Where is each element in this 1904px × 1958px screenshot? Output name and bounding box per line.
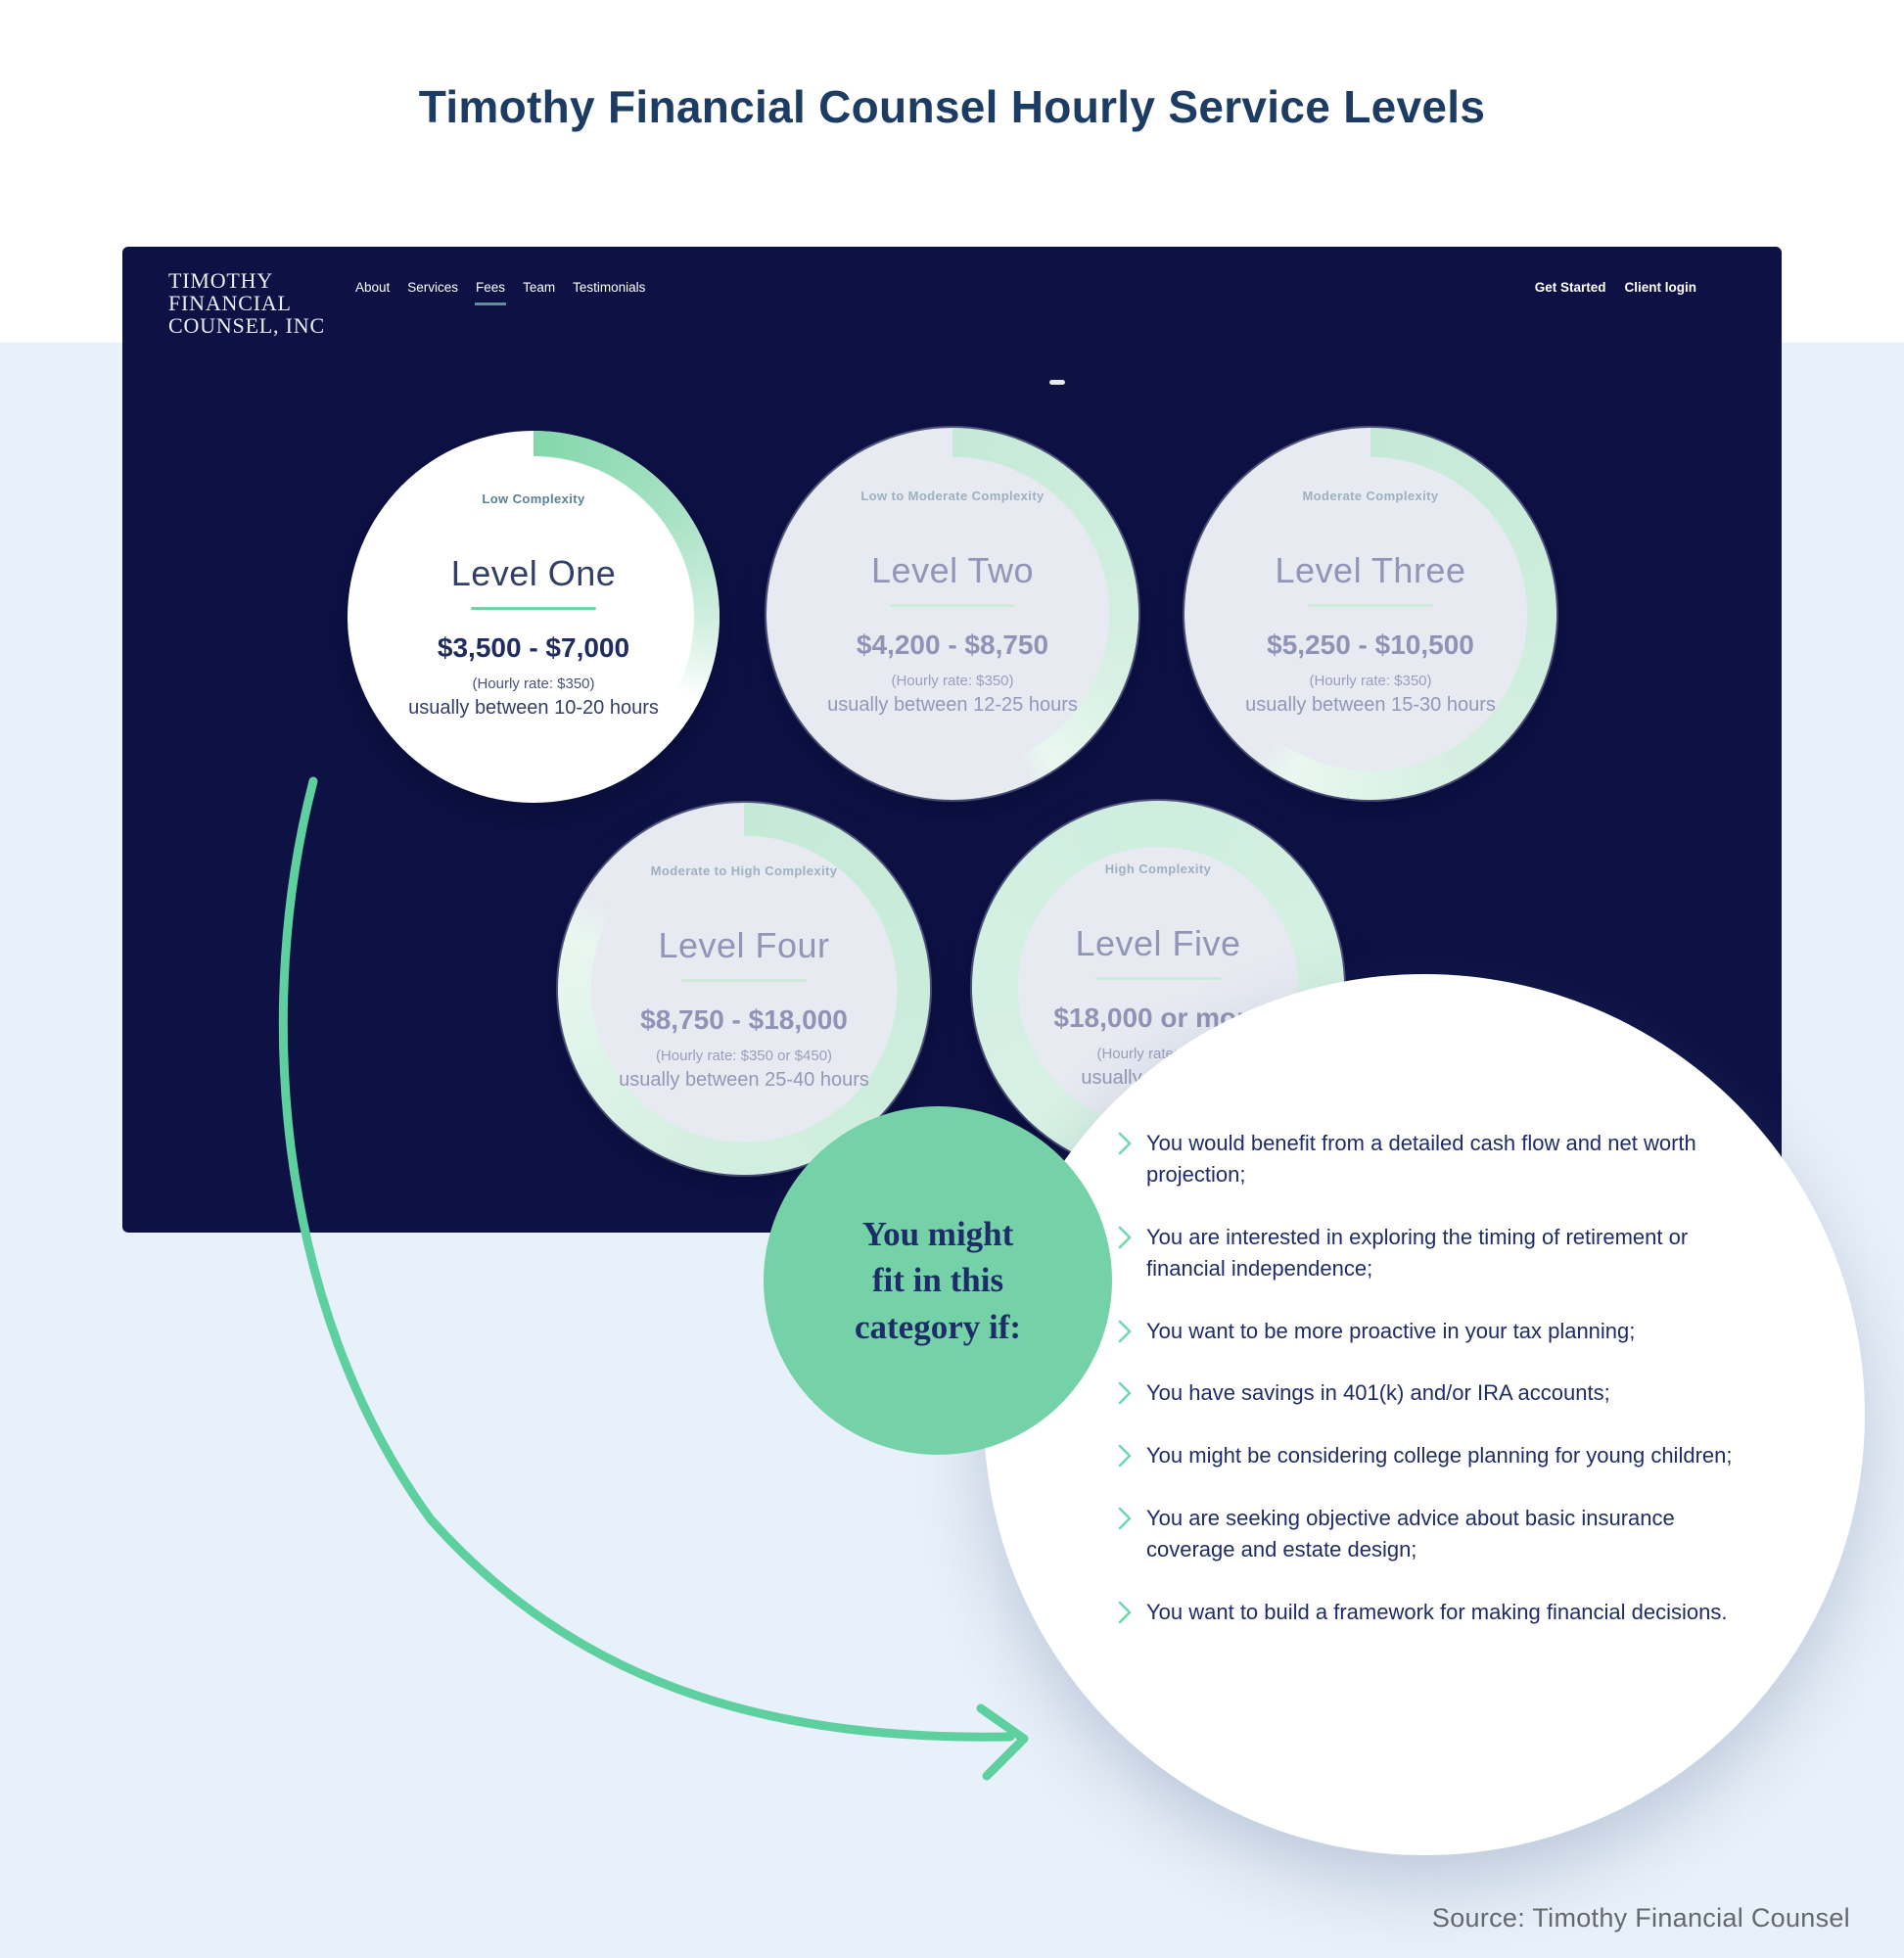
nav-services[interactable]: Services (407, 280, 459, 295)
level-name-underline (1308, 604, 1433, 607)
chevron-right-icon (1118, 1445, 1132, 1468)
criteria-text: You are interested in exploring the timi… (1146, 1224, 1689, 1281)
category-criteria-list: You would benefit from a detailed cash f… (1116, 1128, 1742, 1659)
callout-line: category if: (854, 1307, 1022, 1346)
logo-line: TIMOTHY (168, 268, 274, 293)
callout-line: fit in this (871, 1261, 1004, 1300)
hourly-rate: (Hourly rate: $350) (1309, 673, 1432, 689)
list-item: You would benefit from a detailed cash f… (1116, 1128, 1742, 1190)
list-item: You are seeking objective advice about b… (1116, 1503, 1742, 1565)
nav-fees[interactable]: Fees (475, 280, 507, 305)
progress-ring (766, 428, 1138, 800)
price-range: $5,250 - $10,500 (1267, 629, 1474, 660)
chevron-right-icon (1118, 1507, 1132, 1530)
hourly-rate: (Hourly rate: $350 or $450) (655, 1048, 833, 1064)
hours-estimate: usually between 15-30 hours (1245, 694, 1496, 716)
complexity-label: Moderate to High Complexity (650, 863, 838, 878)
chevron-right-icon (1118, 1382, 1132, 1405)
logo-line: FINANCIAL (168, 290, 292, 315)
criteria-text: You want to build a framework for making… (1146, 1600, 1728, 1625)
category-callout-circle: You might fit in this category if: (764, 1106, 1112, 1455)
level-content: Low Complexity Level One $3,500 - $7,000… (348, 431, 720, 803)
tiny-dash-mark (1049, 380, 1065, 385)
chevron-right-icon (1118, 1601, 1132, 1624)
header-actions: Get Started Client login (1535, 280, 1696, 295)
nav-testimonials[interactable]: Testimonials (573, 280, 646, 295)
chevron-right-icon (1118, 1320, 1132, 1342)
criteria-text: You want to be more proactive in your ta… (1146, 1318, 1636, 1343)
complexity-label: Low Complexity (482, 491, 585, 506)
level-name-underline (1095, 977, 1221, 980)
list-item: You are interested in exploring the timi… (1116, 1222, 1742, 1284)
level-name: Level One (450, 553, 617, 593)
complexity-label: High Complexity (1104, 862, 1212, 876)
level-name: Level Three (1275, 550, 1466, 590)
hours-estimate: usually between 25-40 hours (619, 1069, 869, 1091)
category-detail-circle (984, 974, 1865, 1855)
level-one-circle: Low Complexity Level One $3,500 - $7,000… (348, 431, 720, 803)
level-name: Level Four (658, 925, 830, 965)
price-range: $8,750 - $18,000 (640, 1004, 848, 1035)
list-item: You want to build a framework for making… (1116, 1597, 1742, 1628)
progress-ring (1184, 428, 1556, 800)
list-item: You want to be more proactive in your ta… (1116, 1316, 1742, 1347)
hours-estimate: usually between 12-25 hours (827, 694, 1078, 716)
level-three-circle: Moderate Complexity Level Three $5,250 -… (1184, 428, 1556, 800)
chevron-right-icon (1118, 1226, 1132, 1249)
level-content: Low to Moderate Complexity Level Two $4,… (766, 428, 1138, 800)
hours-estimate: usually between 10-20 hours (408, 697, 659, 719)
callout-line: You might (861, 1214, 1014, 1253)
hourly-rate: (Hourly rate: $350) (472, 676, 595, 692)
list-item: You might be considering college plannin… (1116, 1440, 1742, 1471)
level-name-underline (890, 604, 1015, 607)
level-name-underline (471, 607, 596, 610)
chevron-right-icon (1118, 1132, 1132, 1155)
site-nav: About Services Fees Team Testimonials (355, 280, 646, 305)
page-title: Timothy Financial Counsel Hourly Service… (418, 81, 1486, 132)
complexity-label: Low to Moderate Complexity (860, 489, 1045, 503)
client-login-link[interactable]: Client login (1624, 280, 1697, 295)
nav-team[interactable]: Team (523, 280, 556, 295)
hourly-rate: (Hourly rate: $350) (891, 673, 1014, 689)
level-name: Level Two (871, 550, 1034, 590)
site-logo[interactable]: TIMOTHY FINANCIAL COUNSEL, INC (168, 268, 325, 338)
criteria-text: You have savings in 401(k) and/or IRA ac… (1146, 1380, 1610, 1406)
criteria-text: You might be considering college plannin… (1146, 1443, 1733, 1468)
level-two-circle: Low to Moderate Complexity Level Two $4,… (766, 428, 1138, 800)
complexity-label: Moderate Complexity (1302, 489, 1439, 503)
criteria-text: You are seeking objective advice about b… (1146, 1506, 1675, 1562)
level-content: Moderate Complexity Level Three $5,250 -… (1184, 428, 1556, 800)
progress-ring (348, 431, 720, 803)
level-name: Level Five (1075, 923, 1241, 963)
list-item: You have savings in 401(k) and/or IRA ac… (1116, 1377, 1742, 1409)
price-range: $3,500 - $7,000 (437, 632, 630, 663)
criteria-text: You would benefit from a detailed cash f… (1146, 1131, 1696, 1187)
nav-about[interactable]: About (355, 280, 391, 295)
source-credit: Source: Timothy Financial Counsel (1431, 1903, 1850, 1933)
logo-line: COUNSEL, INC (168, 312, 325, 338)
level-name-underline (681, 979, 807, 982)
level-content: High Complexity Level Five $18,000 or mo… (972, 801, 1344, 1173)
price-range: $4,200 - $8,750 (856, 629, 1049, 660)
get-started-link[interactable]: Get Started (1534, 280, 1606, 295)
